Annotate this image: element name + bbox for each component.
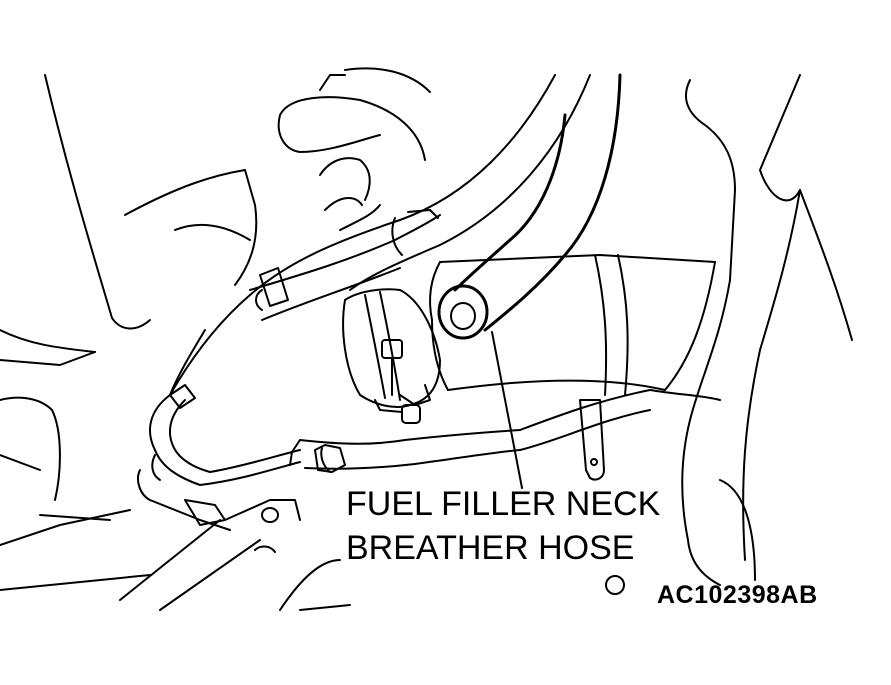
- filler-pipe-outer: [170, 75, 590, 395]
- breather-hose: [439, 75, 620, 338]
- filler-neck-collar: [430, 255, 715, 395]
- vent-hose-upper: [250, 210, 440, 320]
- body-panel-left: [0, 75, 256, 590]
- callout-leader-line: [492, 332, 522, 488]
- body-panel-right: [650, 75, 852, 585]
- callout-label-line-2: BREATHER HOSE: [346, 529, 635, 567]
- hose-clamp-band: [343, 289, 440, 423]
- figure-id-label: AC102398AB: [657, 581, 818, 609]
- upper-bracket: [279, 68, 430, 230]
- callout-label-line-1: FUEL FILLER NECK: [346, 485, 661, 523]
- strap-bracket: [580, 400, 604, 480]
- lower-tubes: [120, 385, 624, 610]
